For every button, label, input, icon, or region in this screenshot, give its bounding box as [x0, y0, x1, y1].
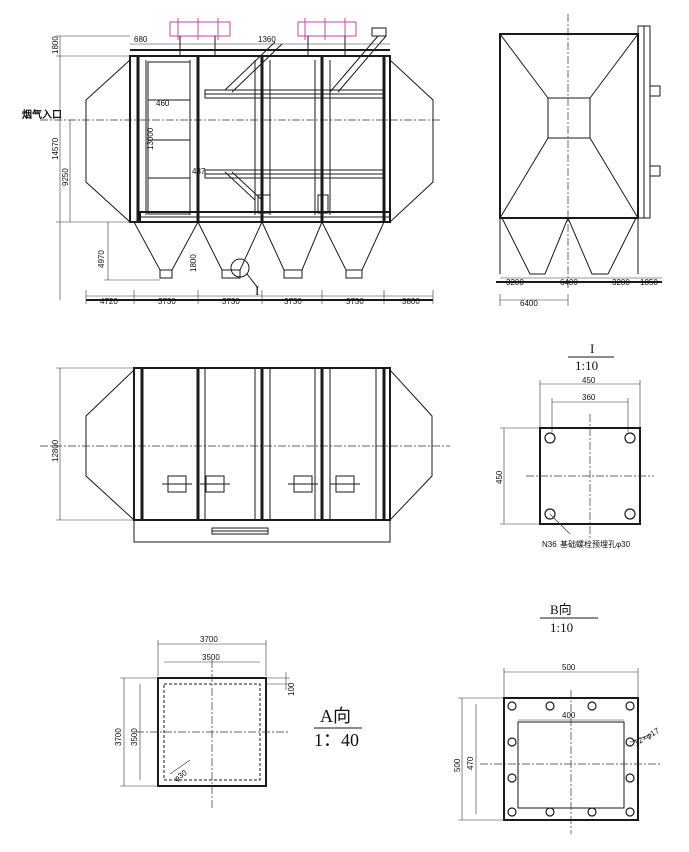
- top-flange-right: [297, 18, 357, 56]
- dim-top-1360: 1360: [258, 35, 276, 44]
- front-view: I 烟气入口 680 1360 1800 14570 9250 4970 460…: [22, 18, 440, 306]
- dim-bottom-3: 3730: [222, 297, 240, 306]
- detail-i: I 1:10 450 360 450 N36 基础螺栓预埋孔φ30: [495, 341, 654, 549]
- dim-left-4970: 4970: [97, 250, 106, 268]
- view-a-dim-3700-top: 3700: [200, 635, 218, 644]
- view-a-dim-flange: 100: [287, 682, 296, 696]
- view-b-dim-500-top: 500: [562, 663, 576, 672]
- view-a-title: A向: [320, 706, 351, 726]
- side-dim-3200-left: 3200: [506, 278, 524, 287]
- inlet-label: 烟气入口: [22, 108, 62, 121]
- detail-i-dim-450: 450: [582, 376, 596, 385]
- dim-bottom-2: 3730: [158, 297, 176, 306]
- detail-i-scale: 1:10: [575, 358, 598, 373]
- detail-i-dim-side: 450: [495, 470, 504, 484]
- dim-inner-13000: 13000: [146, 127, 155, 150]
- view-b: B向 1:10 500 400 500 470 12: [453, 602, 661, 834]
- dim-left-14570: 14570: [51, 137, 60, 160]
- view-a: 3700 3500 3700 3500 100 φ30 A向 1：40: [114, 635, 362, 810]
- view-a-hole-note: φ30: [172, 768, 189, 784]
- view-a-dim-3500-left: 3500: [130, 728, 139, 746]
- side-dim-3200-right: 3200: [612, 278, 630, 287]
- view-b-hole-note: 12×φ17: [633, 726, 662, 748]
- dim-inner-460: 460: [156, 99, 170, 108]
- dim-left-9250: 9250: [61, 168, 70, 186]
- detail-i-note: 基础螺栓预埋孔φ30: [560, 539, 631, 549]
- side-view: 3200 6400 3200 1850 6400: [496, 14, 662, 308]
- dim-bottom-1: 4720: [100, 297, 118, 306]
- view-b-dim-500-left: 500: [453, 758, 462, 772]
- side-dim-6400: 6400: [560, 278, 578, 287]
- top-flange-left: [169, 18, 231, 56]
- detail-i-circle: [230, 258, 250, 278]
- detail-callout-label: I: [255, 283, 259, 298]
- dim-top-680: 680: [134, 35, 148, 44]
- detail-i-dim-360: 360: [582, 393, 596, 402]
- side-dim-total: 6400: [520, 299, 538, 308]
- view-b-title: B向: [550, 602, 572, 617]
- plan-dim-left: 12800: [51, 439, 60, 462]
- detail-i-hole-note: N36: [542, 540, 557, 549]
- view-b-dim-470: 470: [466, 756, 475, 770]
- detail-i-title: I: [590, 341, 594, 356]
- dim-inner-1800: 1800: [189, 254, 198, 272]
- dim-inner-437: 437: [192, 167, 206, 176]
- plan-flange-1: [162, 475, 360, 493]
- dim-bottom-4: 3730: [284, 297, 302, 306]
- plan-view: 12800: [40, 367, 450, 543]
- dim-bottom-6: 3800: [402, 297, 420, 306]
- view-b-dim-400: 400: [562, 711, 576, 720]
- view-a-dim-3500-top: 3500: [202, 653, 220, 662]
- view-a-scale: 1：40: [314, 730, 359, 750]
- side-dim-1850: 1850: [640, 278, 658, 287]
- view-a-dim-3700-left: 3700: [114, 728, 123, 746]
- side-view-nozzle: [547, 97, 591, 139]
- dim-left-1800: 1800: [51, 36, 60, 54]
- view-b-scale: 1:10: [550, 620, 573, 635]
- dim-bottom-5: 3730: [346, 297, 364, 306]
